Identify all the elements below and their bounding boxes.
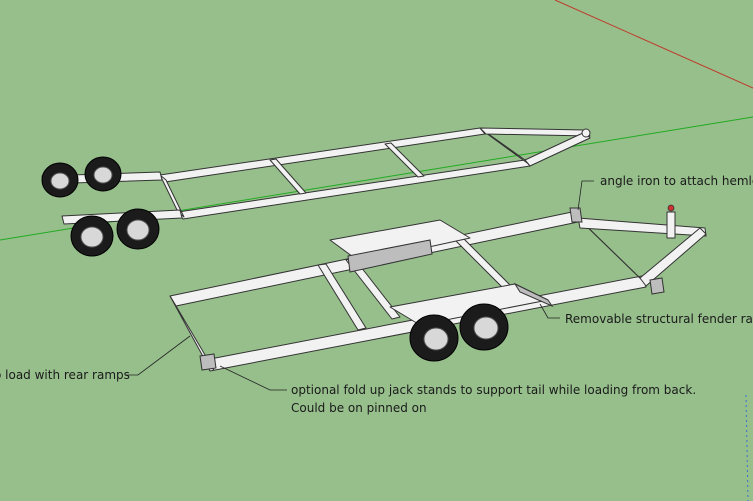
back-trailer-crossmember [384,142,425,178]
back-trailer-wheel-rim [80,226,104,248]
front-trailer-crossmember [454,237,516,293]
leader-fender-ramps [539,303,560,319]
back-trailer-tongue [479,127,591,137]
front-trailer-tongue [639,227,707,287]
back-trailer-wheel-rim [50,172,70,190]
back-trailer-tongue [524,131,591,167]
front-trailer-deck-plate [329,219,471,263]
fender-ramp-lip [513,282,554,308]
front-trailer-wheel-rim [423,327,449,351]
back-trailer-rear-end [159,174,185,218]
back-trailer-crossmember [269,158,307,195]
angle-iron-post [569,207,583,223]
leader-jack-stands [219,365,287,391]
back-trailer-wheel-rim [126,219,150,241]
front-trailer-deck-side [347,239,433,273]
rear-ramps-annotation: o load with rear ramps [0,368,130,382]
front-trailer [169,204,707,372]
blue-axis-line [745,394,749,501]
hitch-jack-handle-icon [667,204,675,212]
back-trailer-hitch [581,128,591,138]
fender-ramps-annotation: Removable structural fender ramps [565,312,753,326]
back-trailer [41,127,591,257]
front-trailer-crossmember [317,263,367,331]
leader-rear-ramps [125,335,191,376]
leader-angle-iron [577,180,594,211]
jack-stands-annotation-line1: optional fold up jack stands to support … [291,383,696,397]
jack-stands-annotation-line2: Could be on pinned on [291,401,427,415]
front-trailer-rear-post [199,353,217,371]
front-trailer-tongue [577,217,707,237]
red-axis-line [554,0,753,89]
hitch-jack [666,211,676,239]
angle-iron-annotation: angle iron to attach hemlock [600,174,753,188]
front-trailer-rear-end [169,295,215,371]
front-trailer-wheel-rim [473,316,499,340]
back-trailer-wheel-rim [93,166,113,184]
front-trailer-jack-post [649,277,665,295]
